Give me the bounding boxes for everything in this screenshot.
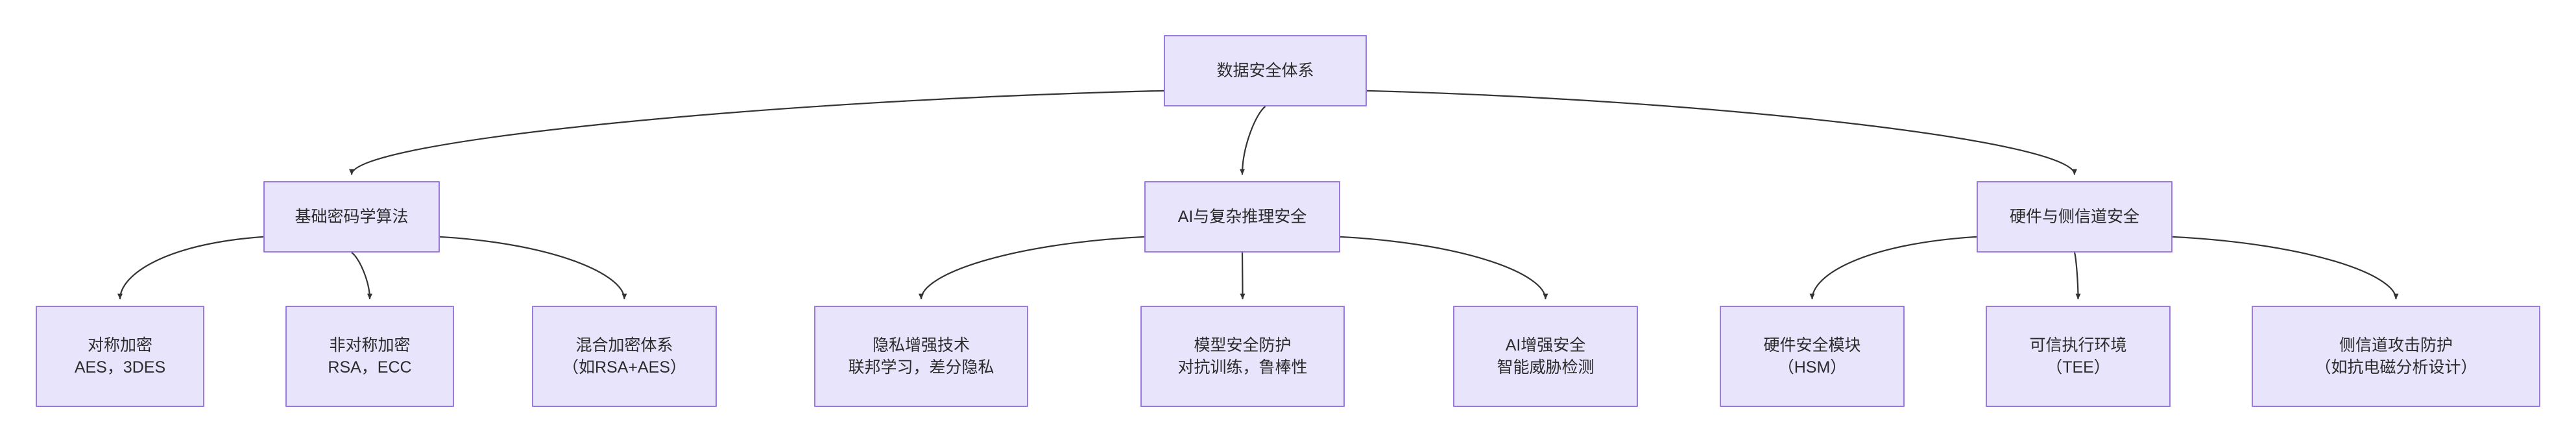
edge-branch-ai-to-leaf-model-defense — [1240, 252, 1246, 300]
edge-branch-hardware-to-leaf-tee — [2073, 252, 2081, 300]
edge-root-to-branch-hardware — [1366, 90, 2077, 175]
node-branch-branch-hardware[interactable]: 硬件与侧信道安全 — [1977, 181, 2173, 253]
node-label-line2: RSA，ECC — [328, 358, 412, 376]
node-leaf-leaf-model-defense[interactable]: 模型安全防护对抗训练，鲁棒性 — [1140, 306, 1345, 407]
node-leaf-leaf-asymmetric[interactable]: 非对称加密 RSA，ECC — [285, 306, 454, 407]
node-label-line2: 对抗训练，鲁棒性 — [1177, 358, 1308, 376]
node-leaf-leaf-side-channel[interactable]: 侧信道攻击防护 （如抗电磁分析设计） — [2252, 306, 2540, 407]
node-label: 基础密码学算法 — [295, 207, 409, 226]
node-label-line2: （HSM） — [1777, 358, 1847, 376]
node-label-line1: 非对称加密 — [329, 336, 411, 354]
node-label-line1: AI增强安全 — [1505, 336, 1586, 354]
node-label-line1: 模型安全防护 — [1194, 336, 1292, 354]
node-label-line1: 混合加密体系 — [575, 336, 673, 354]
edge-branch-crypto-to-leaf-hybrid — [439, 236, 627, 300]
node-label-line1: 硬件安全模块 — [1763, 336, 1861, 354]
node-label-line2: 联邦学习，差分隐私 — [848, 358, 994, 376]
node-label-line2: 智能威胁检测 — [1497, 358, 1595, 376]
edge-branch-ai-to-leaf-ai-security — [1340, 236, 1548, 300]
node-leaf-leaf-privacy[interactable]: 隐私增强技术联邦学习，差分隐私 — [814, 306, 1028, 407]
node-label-line1: 隐私增强技术 — [872, 336, 970, 354]
node-label-line2: （如RSA+AES） — [562, 358, 687, 376]
node-leaf-leaf-symmetric[interactable]: 对称加密 AES，3DES — [36, 306, 204, 407]
edge-root-to-branch-crypto — [349, 90, 1164, 175]
edge-branch-hardware-to-leaf-side-channel — [2172, 236, 2399, 300]
node-label-line1: 对称加密 — [87, 336, 152, 354]
node-label: 数据安全体系 — [1216, 61, 1314, 80]
node-label: 硬件与侧信道安全 — [2009, 207, 2139, 226]
node-branch-branch-crypto[interactable]: 基础密码学算法 — [263, 181, 440, 253]
node-branch-branch-ai[interactable]: AI与复杂推理安全 — [1144, 181, 1340, 253]
node-label-line2: AES，3DES — [74, 358, 166, 376]
node-leaf-leaf-tee[interactable]: 可信执行环境 （TEE） — [1986, 306, 2171, 407]
node-label: AI与复杂推理安全 — [1177, 207, 1307, 226]
edge-branch-crypto-to-leaf-symmetric — [117, 236, 264, 300]
edge-branch-hardware-to-leaf-hsm — [1809, 236, 1977, 300]
edge-branch-ai-to-leaf-privacy — [919, 236, 1145, 300]
node-label-line1: 侧信道攻击防护 — [2339, 336, 2453, 354]
node-leaf-leaf-hybrid[interactable]: 混合加密体系 （如RSA+AES） — [532, 306, 717, 407]
node-root[interactable]: 数据安全体系 — [1164, 35, 1367, 106]
node-label-line2: （如抗电磁分析设计） — [2315, 358, 2477, 376]
node-leaf-leaf-ai-security[interactable]: AI增强安全智能威胁检测 — [1453, 306, 1638, 407]
node-label-line1: 可信执行环境 — [2029, 336, 2127, 354]
node-label-line2: （TEE） — [2046, 358, 2110, 376]
edge-branch-crypto-to-leaf-asymmetric — [351, 252, 372, 300]
edge-root-to-branch-ai — [1240, 106, 1266, 175]
node-leaf-leaf-hsm[interactable]: 硬件安全模块 （HSM） — [1720, 306, 1905, 407]
